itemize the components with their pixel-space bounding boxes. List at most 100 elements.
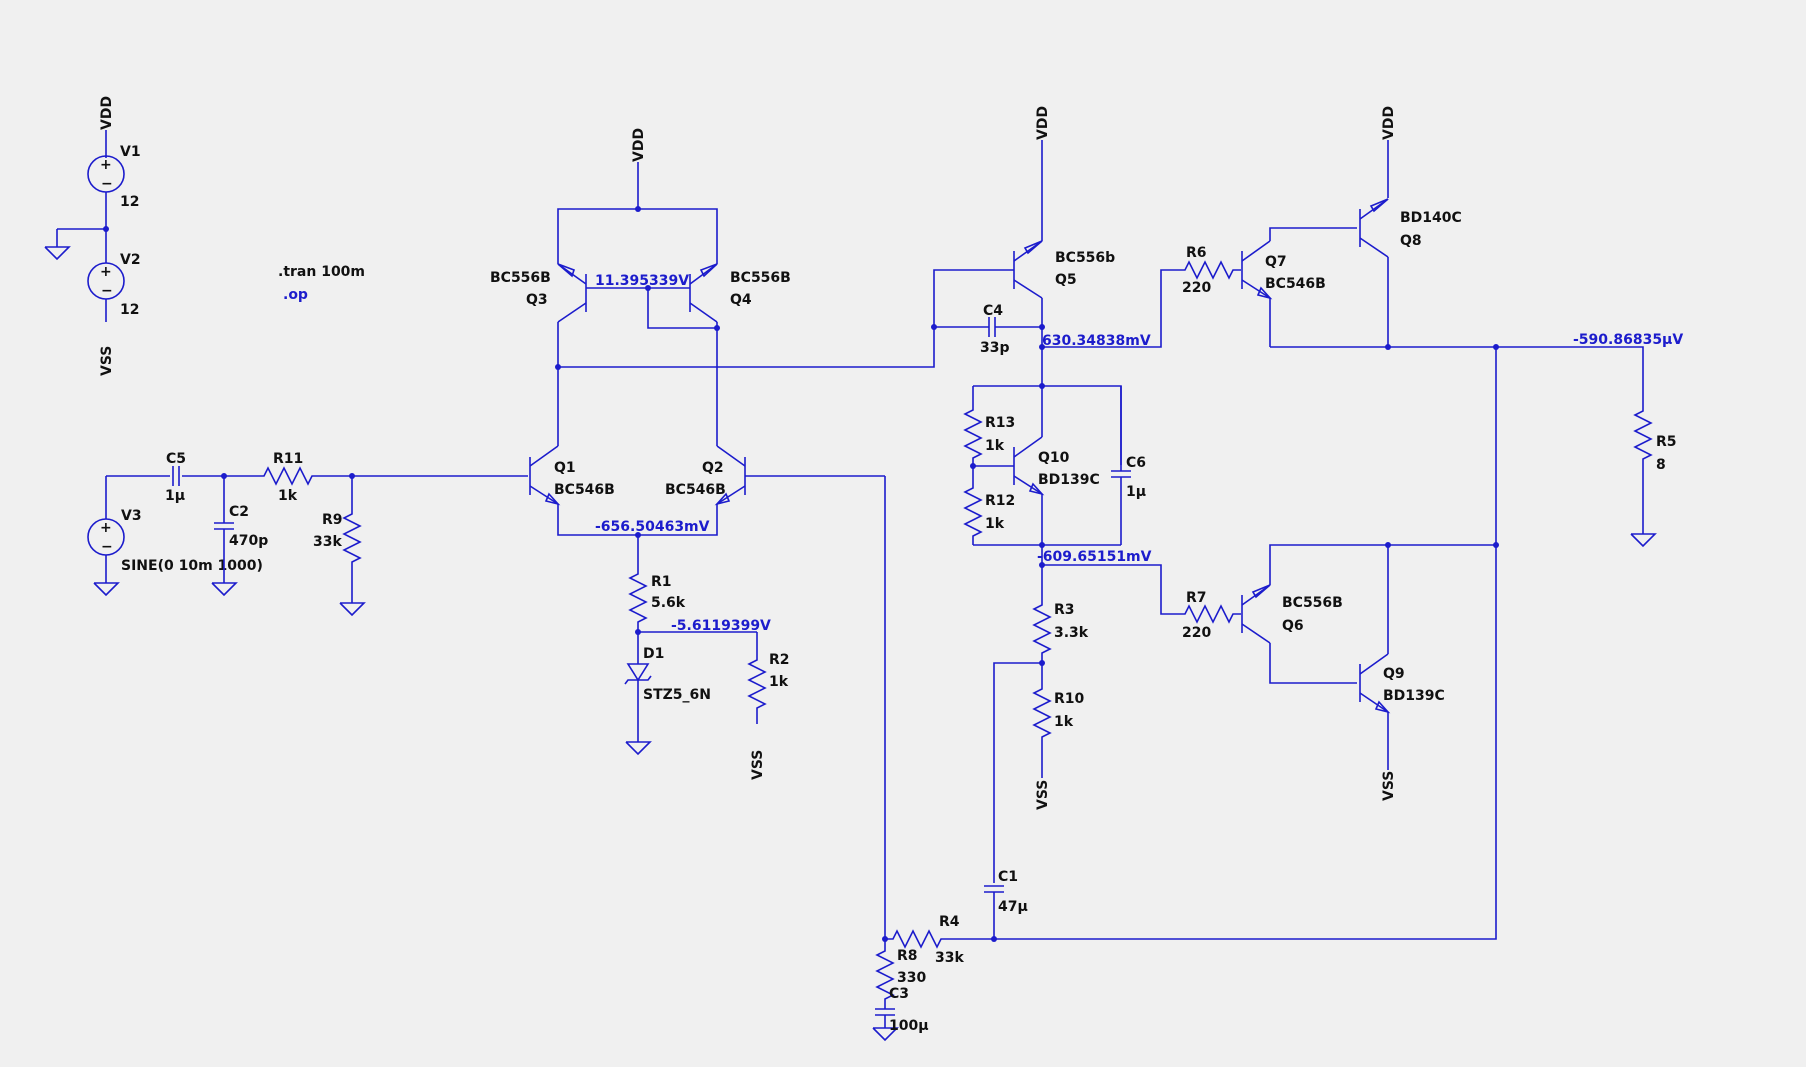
- svg-text:BC546B: BC546B: [665, 482, 726, 498]
- svg-text:C1: C1: [998, 869, 1018, 885]
- transistor-q6[interactable]: BC556B Q6: [1241, 584, 1343, 644]
- vss-rail-r10: VSS: [1035, 780, 1051, 810]
- resistor-r5[interactable]: R5 8: [1630, 402, 1677, 547]
- svg-text:VDD: VDD: [99, 96, 115, 130]
- transistor-q3[interactable]: BC556B Q3: [490, 249, 587, 367]
- source-v3[interactable]: + − V3 SINE(0 10m 1000): [87, 476, 263, 596]
- svg-text:R7: R7: [1186, 590, 1207, 606]
- svg-text:33k: 33k: [313, 534, 342, 550]
- capacitor-c6[interactable]: C6 1µ: [1110, 386, 1146, 545]
- svg-text:Q8: Q8: [1400, 233, 1422, 249]
- voltage-vas-bottom: -609.65151mV: [1037, 549, 1152, 565]
- transistor-q4[interactable]: BC556B Q4: [689, 249, 791, 328]
- capacitor-c1[interactable]: C1 47µ: [983, 869, 1028, 939]
- svg-text:1µ: 1µ: [165, 488, 185, 504]
- v1-ref: V1: [120, 144, 141, 160]
- svg-text:R12: R12: [985, 493, 1015, 509]
- transistor-q5[interactable]: BC556b Q5: [1013, 232, 1115, 346]
- svg-text:R6: R6: [1186, 245, 1207, 261]
- svg-text:R1: R1: [651, 574, 672, 590]
- voltage-tail: -656.50463mV: [595, 519, 710, 535]
- svg-text:C6: C6: [1126, 455, 1146, 471]
- svg-text:Q1: Q1: [554, 460, 576, 476]
- transistor-q1[interactable]: Q1 BC546B: [529, 445, 615, 506]
- transistor-q7[interactable]: Q7 BC546B: [1241, 240, 1326, 347]
- resistor-r11[interactable]: R11 1k: [224, 451, 352, 504]
- svg-text:−: −: [101, 176, 113, 192]
- svg-text:470p: 470p: [229, 533, 268, 549]
- svg-text:R2: R2: [769, 652, 790, 668]
- svg-text:1k: 1k: [985, 516, 1005, 532]
- svg-text:Q7: Q7: [1265, 254, 1287, 270]
- vss-rail-q9: VSS: [1381, 771, 1397, 801]
- svg-text:+: +: [100, 264, 112, 280]
- vdd-rail-q8: VDD: [1381, 106, 1397, 140]
- svg-text:Q3: Q3: [526, 292, 548, 308]
- svg-text:BD140C: BD140C: [1400, 210, 1462, 226]
- svg-text:1k: 1k: [278, 488, 298, 504]
- transistor-q2[interactable]: Q2 BC546B: [665, 445, 746, 506]
- svg-text:100µ: 100µ: [889, 1018, 929, 1034]
- svg-text:C2: C2: [229, 504, 249, 520]
- resistor-r12[interactable]: R12 1k: [964, 466, 1015, 545]
- voltage-output: -590.86835µV: [1573, 332, 1683, 348]
- capacitor-c5[interactable]: C5 1µ: [165, 451, 224, 504]
- resistor-r6[interactable]: R6 220: [1176, 245, 1242, 296]
- source-v1[interactable]: + − V1 12: [87, 130, 141, 247]
- svg-text:R13: R13: [985, 415, 1015, 431]
- svg-text:C3: C3: [889, 986, 909, 1002]
- svg-text:D1: D1: [643, 646, 664, 662]
- capacitor-c2[interactable]: C2 470p: [211, 476, 268, 596]
- svg-text:R10: R10: [1054, 691, 1085, 707]
- resistor-r10[interactable]: R10 1k: [1033, 661, 1085, 778]
- svg-text:Q4: Q4: [730, 292, 752, 308]
- transistor-q9[interactable]: Q9 BD139C: [1359, 545, 1445, 770]
- op-directive[interactable]: .op: [283, 287, 308, 303]
- v3-ref: V3: [121, 508, 142, 524]
- resistor-r2[interactable]: R2 1k: [638, 631, 790, 724]
- capacitor-c4[interactable]: C4 33p: [934, 303, 1042, 356]
- svg-text:BC546B: BC546B: [1265, 276, 1326, 292]
- resistor-r1[interactable]: R1 5.6k: [629, 535, 686, 631]
- svg-text:R3: R3: [1054, 602, 1075, 618]
- v2-ref: V2: [120, 252, 141, 268]
- resistor-r7[interactable]: R7 220: [1176, 590, 1242, 641]
- svg-text:BC556B: BC556B: [730, 270, 791, 286]
- voltage-vas-top: 630.34838mV: [1042, 333, 1151, 349]
- svg-text:BD139C: BD139C: [1383, 688, 1445, 704]
- svg-text:R5: R5: [1656, 434, 1677, 450]
- v3-value: SINE(0 10m 1000): [121, 558, 263, 574]
- svg-text:33p: 33p: [980, 340, 1010, 356]
- svg-text:220: 220: [1182, 280, 1211, 296]
- tran-directive[interactable]: .tran 100m: [278, 264, 365, 280]
- svg-text:BD139C: BD139C: [1038, 472, 1100, 488]
- transistor-q10[interactable]: Q10 BD139C: [1013, 386, 1100, 545]
- svg-text:R8: R8: [897, 948, 918, 964]
- transistor-q8[interactable]: BD140C Q8: [1359, 198, 1462, 347]
- zener-d1[interactable]: D1 STZ5_6N: [624, 646, 711, 755]
- vdd-rail-q5: VDD: [1035, 106, 1051, 140]
- svg-text:Q2: Q2: [702, 460, 724, 476]
- resistor-r8[interactable]: R8 330: [876, 939, 926, 1008]
- source-v2[interactable]: + − V2 12: [87, 247, 141, 322]
- svg-text:R11: R11: [273, 451, 303, 467]
- svg-text:1k: 1k: [769, 674, 789, 690]
- svg-text:220: 220: [1182, 625, 1211, 641]
- vdd-rail-v1: VDD: [99, 96, 115, 130]
- resistor-r9[interactable]: R9 33k: [313, 476, 365, 616]
- svg-text:Q10: Q10: [1038, 450, 1070, 466]
- resistor-r13[interactable]: R13 1k: [964, 386, 1015, 467]
- svg-text:8: 8: [1656, 457, 1666, 473]
- svg-text:BC556B: BC556B: [490, 270, 551, 286]
- svg-text:R4: R4: [939, 914, 960, 930]
- voltage-mirror: 11.395339V: [595, 273, 689, 289]
- voltage-zener: -5.6119399V: [671, 618, 771, 634]
- capacitor-c3[interactable]: C3 100µ: [872, 986, 929, 1041]
- vss-rail-r2: VSS: [750, 750, 766, 780]
- svg-text:3.3k: 3.3k: [1054, 625, 1089, 641]
- resistor-r4[interactable]: R4 33k: [884, 914, 994, 966]
- svg-text:1µ: 1µ: [1126, 484, 1146, 500]
- resistor-r3[interactable]: R3 3.3k: [1033, 565, 1089, 662]
- vss-rail-v2: VSS: [99, 346, 115, 376]
- svg-text:C4: C4: [983, 303, 1003, 319]
